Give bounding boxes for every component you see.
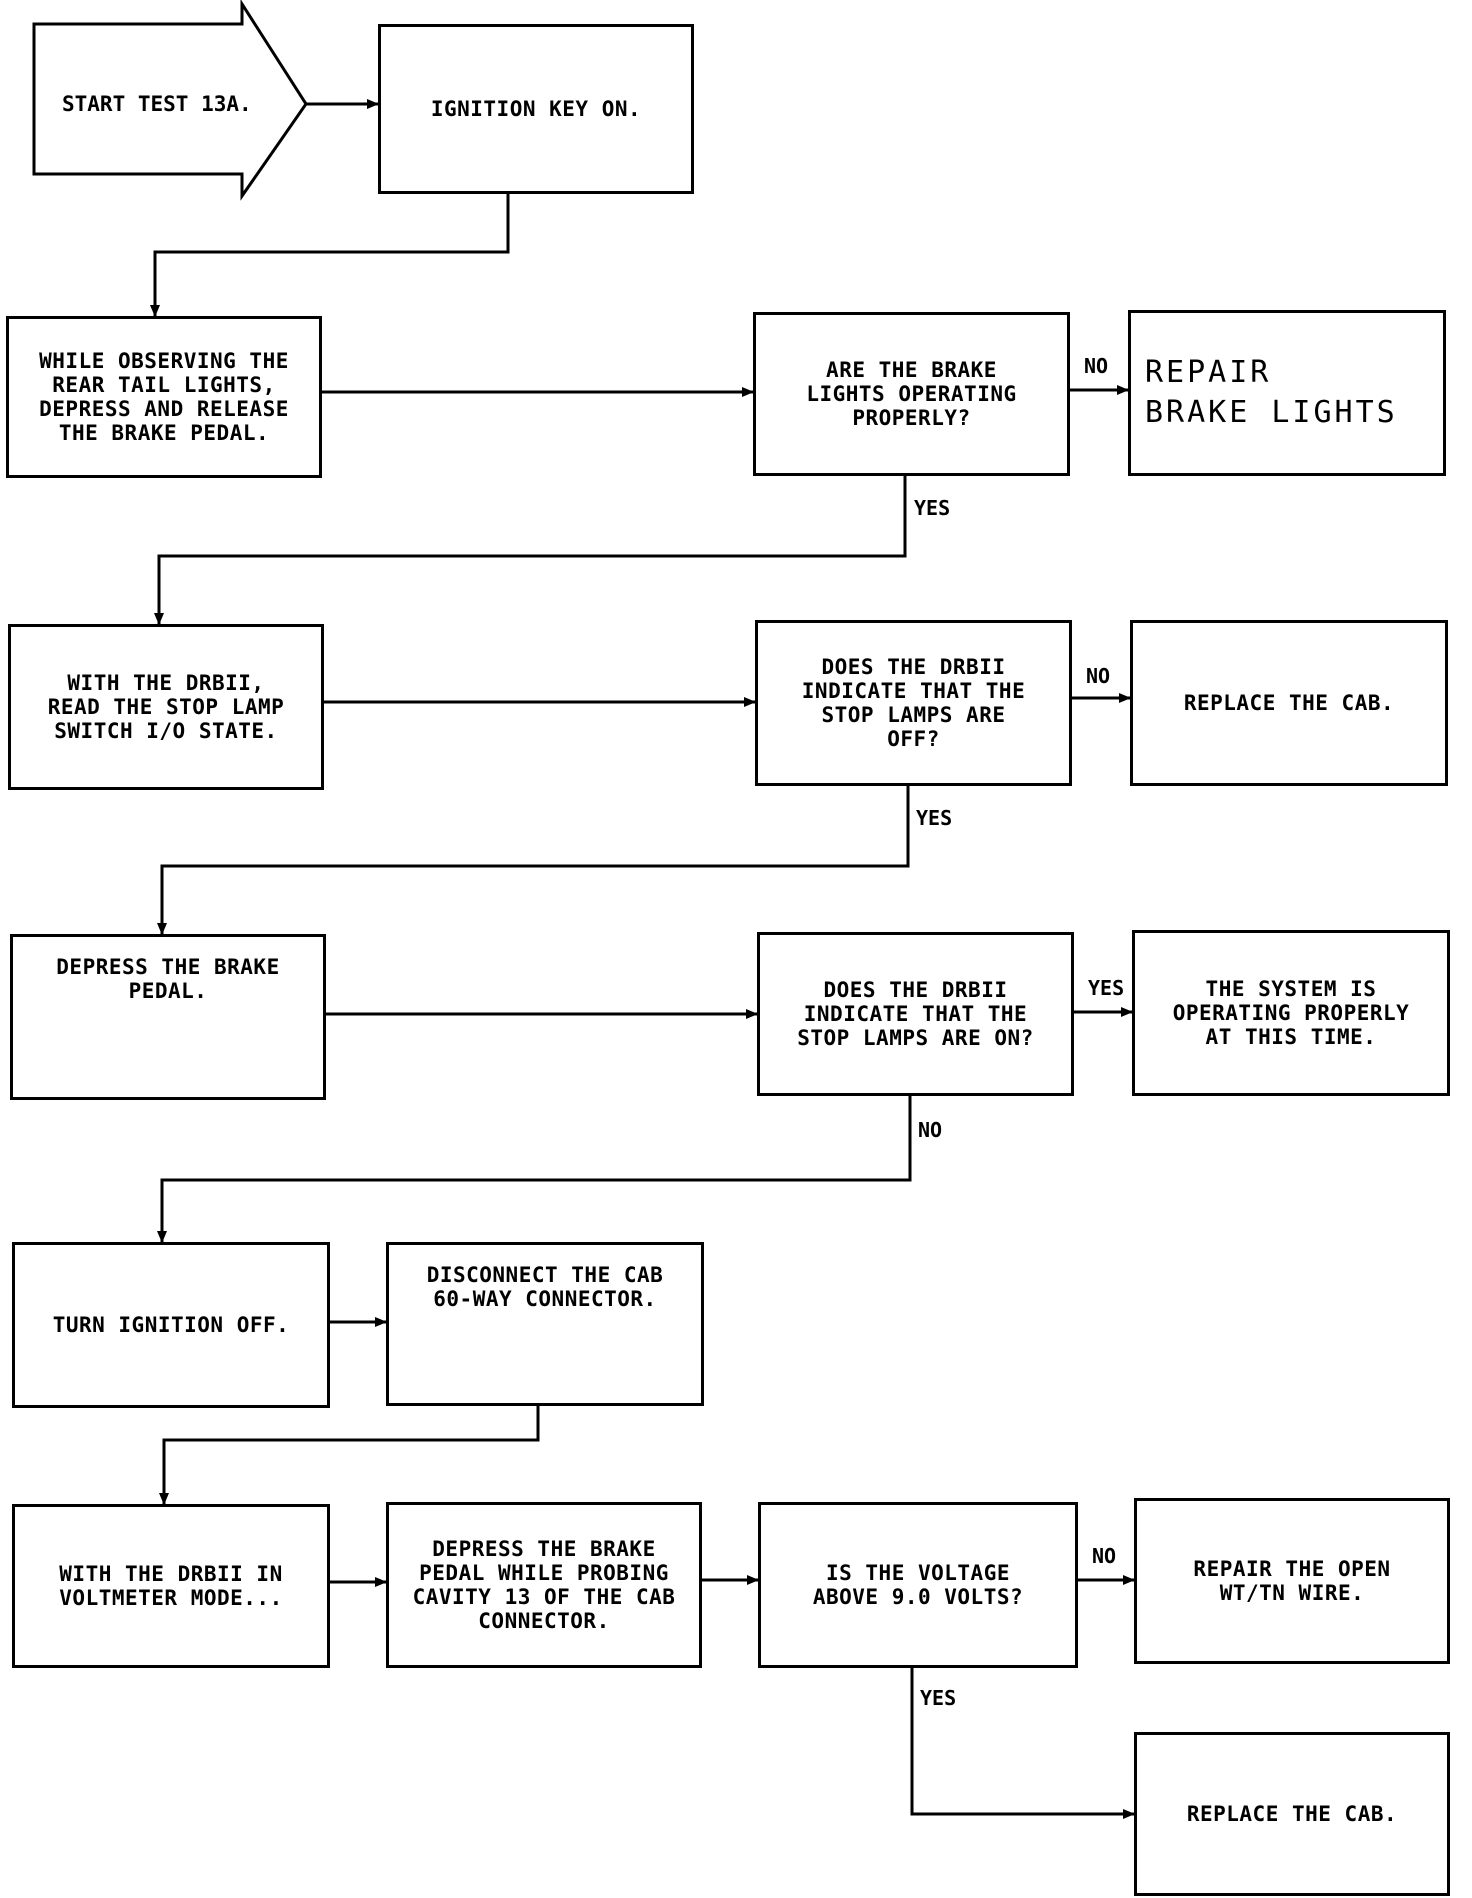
replace-cab-box-2: REPLACE THE CAB.	[1134, 1732, 1450, 1896]
yes-label-1: YES	[914, 496, 951, 520]
probe-cavity-box: DEPRESS THE BRAKE PEDAL WHILE PROBING CA…	[386, 1502, 702, 1668]
no-label-1: NO	[1084, 354, 1109, 378]
read-switch-state-box: WITH THE DRBII, READ THE STOP LAMP SWITC…	[8, 624, 324, 790]
stop-lamps-off-decision: DOES THE DRBII INDICATE THAT THE STOP LA…	[755, 620, 1072, 786]
voltmeter-mode-box: WITH THE DRBII IN VOLTMETER MODE...	[12, 1504, 330, 1668]
stop-lamps-on-decision: DOES THE DRBII INDICATE THAT THE STOP LA…	[757, 932, 1074, 1096]
repair-wire-box: REPAIR THE OPEN WT/TN WIRE.	[1134, 1498, 1450, 1664]
no-label-4: NO	[1092, 1544, 1117, 1568]
observe-lights-box: WHILE OBSERVING THE REAR TAIL LIGHTS, DE…	[6, 316, 322, 478]
ignition-on-box: IGNITION KEY ON.	[378, 24, 694, 194]
yes-label-3: YES	[1088, 976, 1125, 1000]
disconnect-cab-box: DISCONNECT THE CAB 60-WAY CONNECTOR.	[386, 1242, 704, 1406]
repair-brake-lights-box: REPAIR BRAKE LIGHTS	[1128, 310, 1446, 476]
replace-cab-box-1: REPLACE THE CAB.	[1130, 620, 1448, 786]
yes-label-2: YES	[916, 806, 953, 830]
no-label-3: NO	[918, 1118, 943, 1142]
yes-label-4: YES	[920, 1686, 957, 1710]
brake-lights-decision: ARE THE BRAKE LIGHTS OPERATING PROPERLY?	[753, 312, 1070, 476]
system-ok-box: THE SYSTEM IS OPERATING PROPERLY AT THIS…	[1132, 930, 1450, 1096]
no-label-2: NO	[1086, 664, 1111, 688]
depress-pedal-box: DEPRESS THE BRAKE PEDAL.	[10, 934, 326, 1100]
ignition-off-box: TURN IGNITION OFF.	[12, 1242, 330, 1408]
voltage-decision: IS THE VOLTAGE ABOVE 9.0 VOLTS?	[758, 1502, 1078, 1668]
start-arrow-shape	[32, 0, 308, 201]
start-label: START TEST 13A.	[62, 92, 252, 116]
